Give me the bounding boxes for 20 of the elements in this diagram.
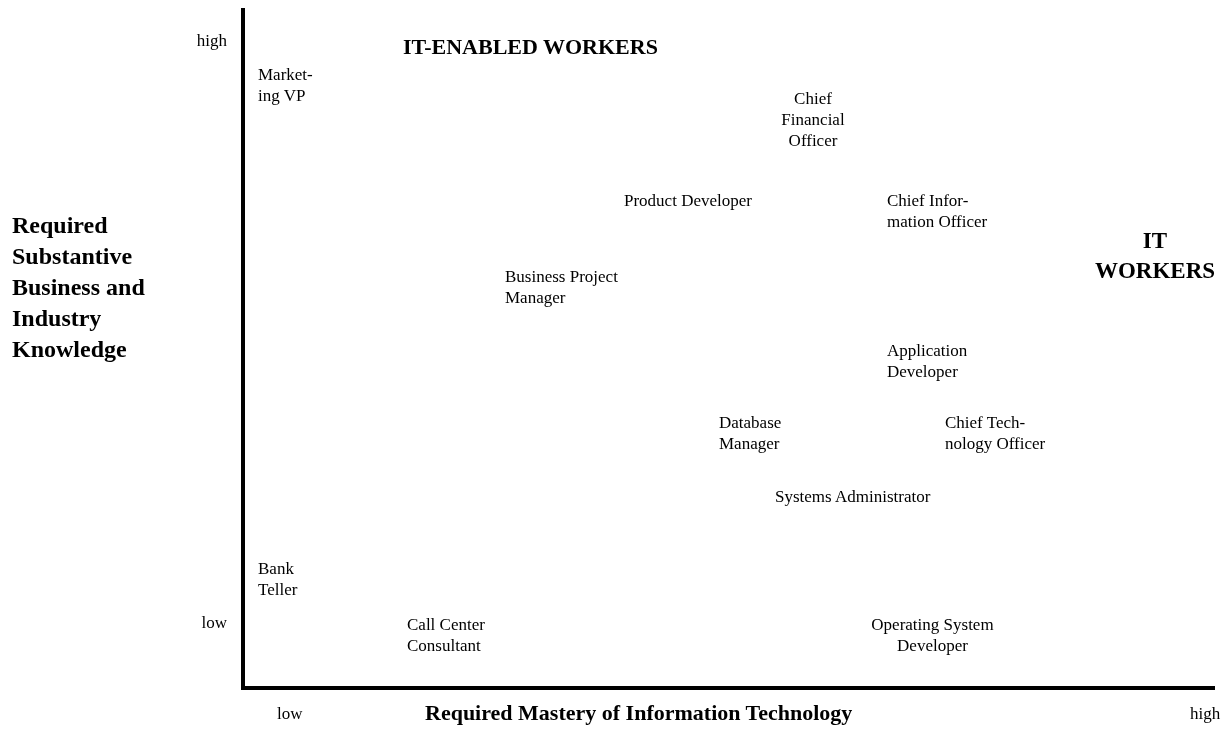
job-title-label: Operating System Developer bbox=[870, 614, 995, 656]
job-title-label: Application Developer bbox=[887, 340, 969, 382]
axis-end-label: low bbox=[200, 612, 227, 633]
job-title-label: Market- ing VP bbox=[258, 64, 314, 106]
axis-end-label: low bbox=[277, 703, 303, 724]
quadrant-title: IT-ENABLED WORKERS bbox=[403, 34, 658, 60]
job-title-label: Bank Teller bbox=[258, 558, 299, 600]
job-title-label: Call Center Consultant bbox=[407, 614, 486, 656]
job-title-label: Chief Tech- nology Officer bbox=[945, 412, 1047, 454]
job-title-label: Chief Financial Officer bbox=[780, 88, 846, 151]
job-title-label: Database Manager bbox=[719, 412, 783, 454]
quadrant-title: IT WORKERS bbox=[1093, 227, 1217, 285]
job-title-label: Systems Administrator bbox=[775, 486, 931, 507]
axis-title: Required Mastery of Information Technology bbox=[425, 700, 853, 726]
axis-end-label: high bbox=[1190, 703, 1221, 724]
job-title-label: Business Project Manager bbox=[505, 266, 619, 308]
axis-title: Required Substantive Business and Industry Knowledge bbox=[12, 211, 146, 364]
job-title-label: Product Developer bbox=[624, 190, 752, 211]
axis-end-label: high bbox=[195, 30, 227, 51]
job-title-label: Chief Infor- mation Officer bbox=[887, 190, 989, 232]
